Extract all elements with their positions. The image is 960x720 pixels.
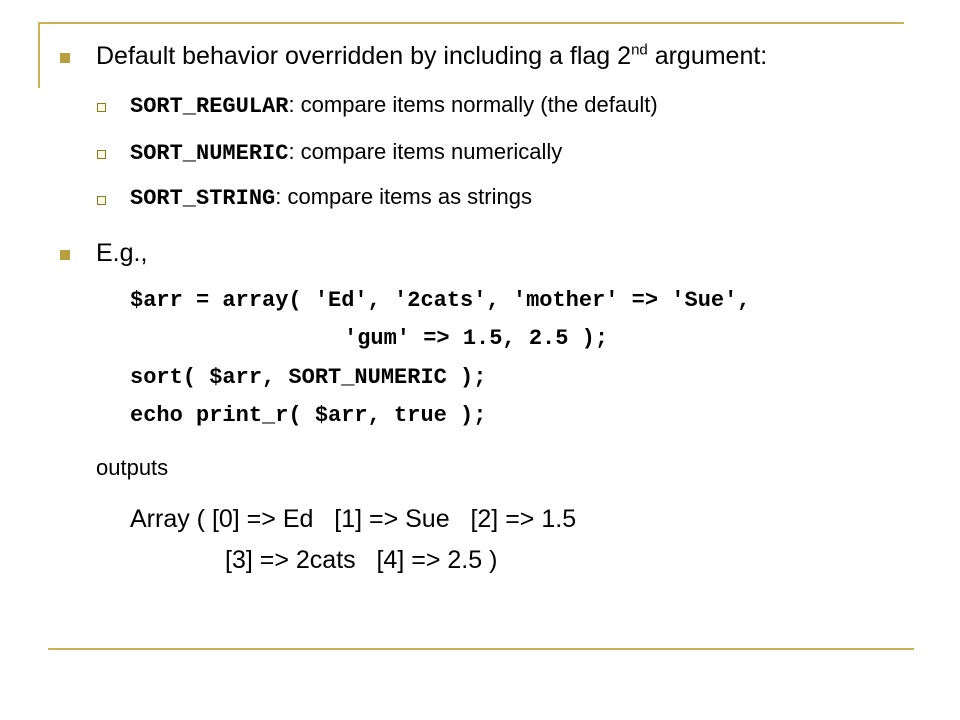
outputs-label: outputs (96, 455, 169, 480)
sub-item-sort-numeric: SORT_NUMERIC: compare items numerically (130, 139, 562, 166)
sub-bullet-icon (97, 196, 106, 205)
bullet1-superscript: nd (631, 41, 648, 59)
bullet-default-behavior: Default behavior overridden by including… (96, 42, 767, 71)
bullet1-text: Default behavior overridden by including… (96, 42, 632, 70)
left-rule (38, 22, 40, 88)
sub-item-code: SORT_NUMERIC (130, 141, 289, 166)
bullet-square-icon (60, 250, 70, 260)
bullet-square-icon (60, 53, 70, 63)
sub-item-desc: : compare items as strings (275, 184, 532, 209)
sub-item-sort-string: SORT_STRING: compare items as strings (130, 184, 532, 211)
code-line: sort( $arr, SORT_NUMERIC ); (130, 365, 487, 390)
sub-item-sort-regular: SORT_REGULAR: compare items normally (th… (130, 92, 658, 119)
bottom-rule (48, 648, 914, 650)
sub-item-code: SORT_REGULAR (130, 94, 289, 119)
code-line: echo print_r( $arr, true ); (130, 403, 487, 428)
sub-bullet-icon (97, 150, 106, 159)
output-line: Array ( [0] => Ed [1] => Sue [2] => 1.5 (130, 505, 577, 533)
sub-item-desc: : compare items numerically (288, 139, 563, 164)
sub-bullet-icon (97, 103, 106, 112)
code-line: 'gum' => 1.5, 2.5 ); (344, 326, 609, 351)
bullet1-text-after: argument: (647, 42, 768, 70)
output-line: [3] => 2cats [4] => 2.5 ) (225, 546, 498, 574)
sub-item-code: SORT_STRING (130, 186, 276, 211)
top-rule (38, 22, 904, 24)
code-line: $arr = array( 'Ed', '2cats', 'mother' =>… (130, 288, 751, 313)
sub-item-desc: : compare items normally (the default) (288, 92, 658, 117)
bullet-example: E.g., (96, 239, 148, 267)
